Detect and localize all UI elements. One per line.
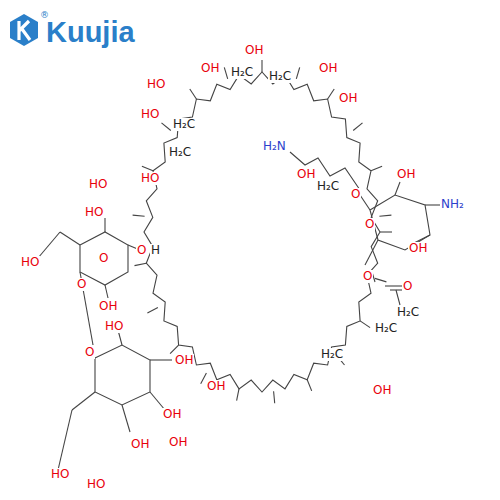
atom-label: OH [162, 408, 182, 421]
atom-label: OH [174, 354, 194, 367]
atom-label: H [150, 244, 161, 257]
atom-label: HO [88, 178, 108, 191]
atom-label: HO [50, 468, 70, 481]
atom-label: OH [296, 168, 316, 181]
atom-label: O [364, 218, 375, 231]
atom-label: HO [84, 206, 104, 219]
registered-mark: ® [40, 10, 49, 20]
substituent-bond [360, 321, 370, 328]
atom-label: O [136, 244, 147, 257]
atom-label: H₂C [168, 146, 192, 159]
substituent-bond [375, 278, 387, 282]
substituent-bond [353, 123, 362, 131]
atom-label: OH [206, 380, 226, 393]
atom-label: OH [244, 44, 264, 57]
substituent-bond [237, 389, 239, 401]
atom-label: O [402, 280, 413, 293]
atom-label: H₂C [172, 118, 196, 131]
atom-label: H₂C [396, 306, 420, 319]
substituent-bond [135, 263, 147, 265]
substituent-bond [147, 307, 158, 313]
macrocycle-ring [144, 72, 380, 392]
substituent-bond [274, 391, 275, 403]
substituent-bond [224, 67, 227, 79]
substituent-bond [162, 123, 171, 131]
atom-label: OH [168, 436, 188, 449]
atom-label: HO [20, 256, 40, 269]
atom-label: O [362, 270, 373, 283]
substituent-bond [379, 215, 391, 216]
logo-icon [10, 14, 38, 46]
substituent-bond [133, 215, 145, 216]
atom-label: H₂C [374, 322, 398, 335]
atom-label: OH [338, 92, 358, 105]
substituent-bond [371, 166, 382, 171]
atom-label: HO [146, 78, 166, 91]
atom-label: OH [200, 62, 220, 75]
atom-label: H₂N [262, 140, 287, 153]
atom-label: H₂C [230, 66, 254, 79]
atom-label: H₂C [320, 348, 344, 361]
atom-label: OH [318, 62, 338, 75]
atom-label: HO [140, 172, 160, 185]
substituent-bond [307, 380, 312, 391]
brand-name: Kuujia [46, 16, 135, 48]
atom-label: H₂C [316, 180, 340, 193]
atom-label: OH [396, 168, 416, 181]
atom-label: OH [408, 242, 428, 255]
atom-label: O [84, 346, 95, 359]
substituent-bond [328, 89, 335, 99]
atom-label: OH [372, 384, 392, 397]
substituent-bond [142, 166, 153, 171]
atom-label: OH [130, 438, 150, 451]
atom-label: O [350, 188, 361, 201]
substituent-bond [261, 60, 262, 72]
atom-label: H₂C [268, 70, 292, 83]
substituent-bond [296, 67, 299, 79]
atom-label: OH [98, 300, 118, 313]
atom-label: HO [86, 478, 106, 491]
substituent-bond [170, 345, 179, 354]
atom-label: NH₂ [440, 198, 465, 211]
atom-label: O [76, 278, 87, 291]
substituent-bond [190, 89, 197, 99]
atom-label: HO [140, 108, 160, 121]
atom-label: HO [104, 320, 124, 333]
bond-lines [38, 60, 440, 470]
substituent-bond [380, 231, 392, 232]
atom-label: O [98, 252, 109, 265]
